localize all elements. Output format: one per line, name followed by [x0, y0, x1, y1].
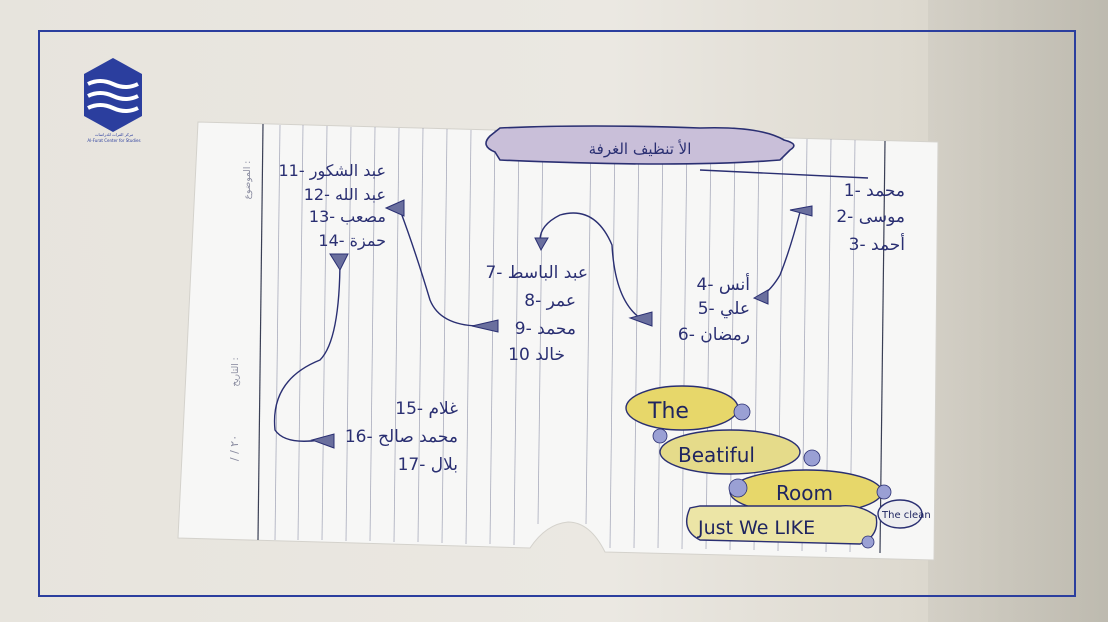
doodle-flowers — [652, 403, 892, 549]
list-item: 10 خالد — [508, 345, 565, 365]
al-furat-logo-icon — [84, 58, 142, 132]
arrow-heads — [310, 199, 813, 449]
list-item: 2- موسى — [836, 207, 905, 227]
logo-subtitle: Al-Furat Center for Studies — [87, 138, 141, 143]
list-left: 11- عبد الشكور 12- عبد الله 13- مصعب 14-… — [279, 161, 387, 251]
list-item: 9- محمد — [515, 319, 576, 339]
margin-lines — [257, 123, 886, 554]
margin-date-value: / / ٢٠ — [228, 435, 241, 461]
title-banner — [485, 125, 795, 165]
list-mid: 7- عبد الباسط 8- عمر 9- محمد 10 خالد — [485, 263, 588, 365]
slogan-word: Beatiful — [678, 443, 755, 467]
list-right: 1- محمد 2- موسى 3- أحمد — [836, 181, 905, 255]
bubble-beautiful — [659, 429, 801, 475]
margin-label-date: التاريخ : — [231, 357, 241, 386]
list-item: 14- حمزة — [318, 231, 386, 251]
margin-label-subject: الموضوع : — [243, 161, 253, 200]
list-item: 8- عمر — [524, 291, 576, 311]
bubble-just-we-like — [686, 505, 878, 545]
list-item: 3- أحمد — [849, 233, 905, 255]
list-item: 13- مصعب — [309, 207, 386, 226]
slogan-text: The Beatiful Room Just We LIKE The clean — [647, 399, 931, 539]
list-item: 5- علي — [698, 299, 750, 319]
slide-frame — [38, 30, 1076, 597]
list-item: 4- أنس — [697, 273, 751, 295]
list-item: 15- غلام — [395, 399, 458, 419]
logo-name: مركز الفرات للدراسات — [94, 132, 134, 137]
list-item: 12- عبد الله — [304, 185, 386, 204]
list-bottom: 15- غلام 16- محمد صالح 17- بلال — [345, 399, 458, 475]
list-item: 7- عبد الباسط — [485, 263, 588, 283]
list-item: 17- بلال — [398, 455, 458, 475]
note-title: الأ تنظيف الغرفة — [589, 139, 692, 158]
logo-caption: مركز الفرات للدراسات Al-Furat Center for… — [74, 132, 154, 144]
slogan-bubbles — [625, 385, 923, 545]
slogan-word: The clean — [881, 510, 931, 521]
list-item: 6- رمضان — [678, 325, 750, 345]
list-item: 1- محمد — [844, 181, 905, 201]
list-item: 11- عبد الشكور — [279, 161, 387, 181]
list-mid-right: 4- أنس 5- علي 6- رمضان — [678, 273, 750, 345]
wall-shadow — [928, 0, 1108, 622]
slogan-word: The — [647, 399, 689, 424]
list-item: 16- محمد صالح — [345, 427, 458, 447]
slogan-word: Room — [776, 481, 833, 505]
bubble-clean — [877, 499, 923, 529]
slogan-word: Just We LIKE — [697, 517, 815, 539]
